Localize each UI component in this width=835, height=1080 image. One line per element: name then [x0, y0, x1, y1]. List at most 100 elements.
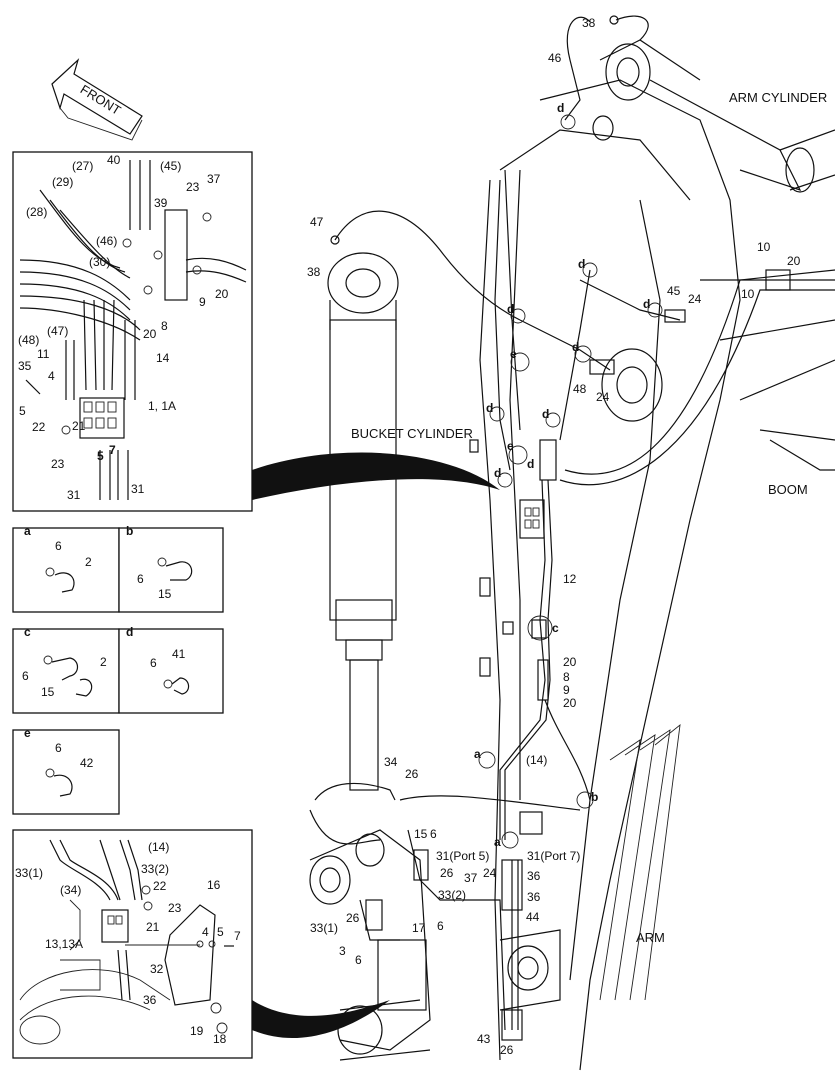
marker-d: d: [527, 457, 534, 471]
marker-c: c: [552, 621, 559, 635]
detail-box-e: e 6 42: [12, 726, 120, 815]
callout: 43: [477, 1032, 491, 1046]
inset-callout: 31: [67, 488, 81, 502]
inset-callout: 16: [207, 878, 221, 892]
callout: 20: [563, 696, 577, 710]
marker-d: d: [542, 407, 549, 421]
marker-d: d: [507, 302, 514, 316]
inset-callout: 14: [156, 351, 170, 365]
inset-callout: 8: [161, 319, 168, 333]
inset-callout: (27): [72, 159, 93, 173]
detail-label: 6: [55, 741, 62, 755]
callout: 26: [405, 767, 419, 781]
inset-callout: 4: [202, 925, 209, 939]
callout: 6: [355, 953, 362, 967]
callout: 31(Port 5): [436, 849, 489, 863]
inset-callout: 39: [154, 196, 168, 210]
detail-box-a: a 6 2: [12, 524, 120, 613]
callout: 8: [563, 670, 570, 684]
inset-callout: 11: [37, 347, 50, 361]
inset-callout: 19: [190, 1024, 204, 1038]
marker-d: d: [572, 340, 579, 354]
inset-callout: 23: [186, 180, 200, 194]
inset-callout: 22: [32, 420, 46, 434]
callout: 26: [500, 1043, 514, 1057]
arm-cylinder-label: ARM CYLINDER: [729, 90, 827, 105]
callout: 20: [787, 254, 801, 268]
arm-structure: [469, 39, 835, 1071]
detail-label: 2: [100, 655, 107, 669]
callout: 6: [430, 827, 437, 841]
inset-callout: 18: [213, 1032, 227, 1046]
inset-callout: 32: [150, 962, 164, 976]
callout: 46: [548, 51, 562, 65]
callout: 26: [440, 866, 454, 880]
marker-d: d: [486, 401, 493, 415]
callout: 10: [741, 287, 755, 301]
inset-lower-valve: (14) 33(1) 33(2) (34) 22 16 23 21 4 5 7 …: [12, 829, 253, 1059]
arm-label: ARM: [636, 930, 665, 945]
detail-marker-letters: d d d d e d d e d d d c a b a: [474, 101, 650, 849]
inset-callout: 5: [97, 449, 104, 463]
callout: 33(2): [438, 888, 466, 902]
detail-letter: d: [126, 625, 133, 639]
inset-callout: (14): [148, 840, 169, 854]
inset-callout: (28): [26, 205, 47, 219]
detail-label: 6: [150, 656, 157, 670]
marker-d: d: [578, 257, 585, 271]
callout: 38: [582, 16, 596, 30]
inset-callout: 23: [51, 457, 65, 471]
detail-letter: e: [24, 726, 31, 740]
marker-d: d: [494, 466, 501, 480]
inset-callout: 1, 1A: [148, 399, 176, 413]
marker-a: a: [494, 835, 501, 849]
detail-markers: [478, 114, 663, 849]
marker-e: e: [510, 347, 517, 361]
callout: 26: [346, 911, 360, 925]
inset-callout: 5: [19, 404, 26, 418]
callout: (14): [526, 753, 547, 767]
callout: 24: [688, 292, 702, 306]
marker-e: e: [507, 439, 514, 453]
detail-letter: c: [24, 625, 31, 639]
detail-label: 15: [41, 685, 55, 699]
callout: 38: [307, 265, 321, 279]
callout: 33(1): [310, 921, 338, 935]
detail-label: 42: [80, 756, 94, 770]
detail-label: 6: [55, 539, 62, 553]
callout: 47: [310, 215, 324, 229]
inset-callout: 35: [18, 359, 32, 373]
inset-callout: 21: [72, 419, 86, 433]
fittings: [330, 15, 791, 1041]
callout: 37: [464, 871, 478, 885]
callout: 9: [563, 683, 570, 697]
front-arrow: FRONT: [51, 58, 143, 141]
callout: 3: [339, 944, 346, 958]
marker-d: d: [557, 101, 564, 115]
inset-callout: (30): [89, 255, 110, 269]
callout: 20: [563, 655, 577, 669]
inset-callout: 7: [234, 929, 241, 943]
inset-valve-detail: (27) 40 (45) (29) 23 37 39 (28) (46) (30…: [12, 151, 253, 512]
callout: 24: [483, 866, 497, 880]
inset-callout: 7: [109, 443, 116, 457]
detail-label: 2: [85, 555, 92, 569]
callout: 6: [437, 919, 444, 933]
callout: 45: [667, 284, 681, 298]
inset-callout: 40: [107, 153, 121, 167]
callout: 12: [563, 572, 577, 586]
detail-label: 41: [172, 647, 186, 661]
inset-callout: (47): [47, 324, 68, 338]
inset-callout: 36: [143, 993, 157, 1007]
detail-box-c: c 6 15 2: [12, 625, 120, 714]
callout: 36: [527, 869, 541, 883]
inset-callout: (46): [96, 234, 117, 248]
inset-callout: 23: [168, 901, 182, 915]
inset-callout: 37: [207, 172, 221, 186]
detail-label: 15: [158, 587, 172, 601]
detail-letter: b: [126, 524, 133, 538]
detail-label: 6: [22, 669, 29, 683]
callout: 15: [414, 827, 428, 841]
callout: 17: [412, 921, 426, 935]
